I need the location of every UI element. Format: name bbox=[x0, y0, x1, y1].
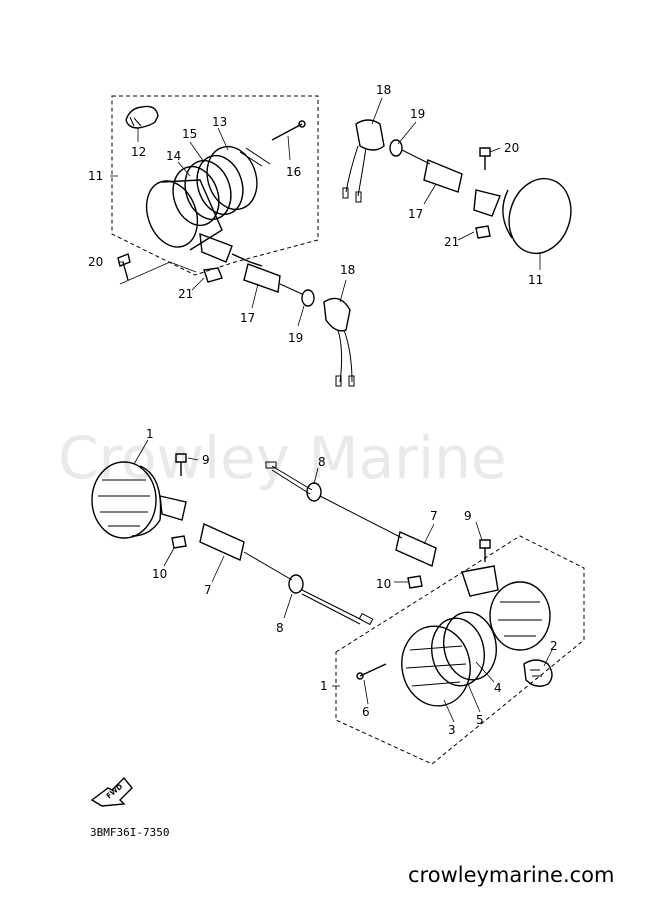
stem-body-icon bbox=[199, 523, 245, 561]
callout-8: 8 bbox=[276, 621, 284, 635]
callout-21: 21 bbox=[444, 235, 459, 249]
kit-boundary-11-left bbox=[111, 95, 319, 276]
diagram-code: 3BMF36I-7350 bbox=[90, 826, 169, 839]
bulb-icon bbox=[523, 659, 553, 687]
bracket-icon bbox=[461, 565, 499, 597]
socket-holder-icon bbox=[323, 297, 351, 332]
grommet-icon bbox=[288, 574, 304, 594]
callout-10: 10 bbox=[152, 567, 167, 581]
flasher-lens-icon bbox=[401, 625, 471, 707]
lead-wires-icon bbox=[271, 465, 313, 495]
bolt-icon bbox=[117, 253, 131, 281]
nut-icon bbox=[475, 225, 491, 239]
callout-19: 19 bbox=[410, 107, 425, 121]
callout-11: 11 bbox=[88, 169, 103, 183]
callout-3: 3 bbox=[448, 723, 456, 737]
callout-18: 18 bbox=[376, 83, 391, 97]
callout-7: 7 bbox=[430, 509, 438, 523]
callout-1: 1 bbox=[320, 679, 328, 693]
lead-wires-icon bbox=[345, 145, 367, 197]
stem-body-icon bbox=[395, 531, 437, 567]
callout-17: 17 bbox=[240, 311, 255, 325]
lead-wires-icon bbox=[301, 589, 363, 625]
lead-wires-icon bbox=[337, 329, 353, 383]
nut-icon bbox=[171, 535, 187, 549]
callout-9: 9 bbox=[464, 509, 472, 523]
flasher-lens-icon bbox=[145, 179, 223, 251]
callout-5: 5 bbox=[476, 713, 484, 727]
reflector-housing-icon bbox=[489, 581, 551, 651]
grommet-icon bbox=[389, 139, 403, 157]
callout-19: 19 bbox=[288, 331, 303, 345]
screw-icon bbox=[359, 663, 387, 677]
callout-11: 11 bbox=[528, 273, 543, 287]
watermark-text: Crowley Marine bbox=[58, 424, 507, 492]
screw-icon bbox=[271, 123, 303, 141]
callout-4: 4 bbox=[494, 681, 502, 695]
callout-9: 9 bbox=[202, 453, 210, 467]
rear-right-flasher-assembly bbox=[342, 119, 572, 255]
front-left-flasher-assembly bbox=[91, 453, 374, 626]
callout-13: 13 bbox=[212, 115, 227, 129]
callout-12: 12 bbox=[131, 145, 146, 159]
callout-6: 6 bbox=[362, 705, 370, 719]
callout-labels: 11 12 13 14 15 16 20 21 17 19 18 18 19 2… bbox=[88, 83, 558, 737]
site-footer[interactable]: crowleymarine.com bbox=[408, 863, 614, 887]
grommet-icon bbox=[301, 289, 315, 307]
callout-10: 10 bbox=[376, 577, 391, 591]
rim-rings-icon bbox=[431, 611, 497, 687]
nut-icon bbox=[203, 267, 223, 283]
callout-8: 8 bbox=[318, 455, 326, 469]
bracket-icon bbox=[473, 189, 501, 217]
nut-icon bbox=[407, 575, 423, 589]
forward-direction-arrow: FWD bbox=[90, 776, 133, 807]
stem-body-icon bbox=[243, 263, 281, 293]
socket-holder-icon bbox=[355, 119, 385, 151]
callout-14: 14 bbox=[166, 149, 181, 163]
bracket-icon bbox=[199, 232, 233, 263]
flasher-lens-icon bbox=[502, 177, 572, 255]
callout-20: 20 bbox=[504, 141, 519, 155]
front-right-flasher-assembly bbox=[265, 461, 585, 765]
bulb-icon bbox=[125, 105, 159, 129]
callout-20: 20 bbox=[88, 255, 103, 269]
callout-1: 1 bbox=[146, 427, 154, 441]
callout-21: 21 bbox=[178, 287, 193, 301]
rear-left-flasher-assembly bbox=[111, 95, 355, 387]
stem-body-icon bbox=[423, 159, 463, 193]
bolt-icon bbox=[479, 147, 491, 170]
bolt-icon bbox=[175, 453, 187, 476]
bracket-icon bbox=[159, 495, 187, 521]
callout-18: 18 bbox=[340, 263, 355, 277]
bolt-icon bbox=[479, 539, 491, 562]
callout-16: 16 bbox=[286, 165, 301, 179]
callout-2: 2 bbox=[550, 639, 558, 653]
leader-lines bbox=[110, 97, 553, 723]
callout-15: 15 bbox=[182, 127, 197, 141]
flasher-lens-icon bbox=[91, 461, 162, 539]
callout-7: 7 bbox=[204, 583, 212, 597]
fwd-arrow-icon bbox=[90, 776, 133, 807]
rim-rings-icon bbox=[172, 145, 271, 227]
callout-17: 17 bbox=[408, 207, 423, 221]
kit-boundary-1-right bbox=[335, 535, 585, 765]
